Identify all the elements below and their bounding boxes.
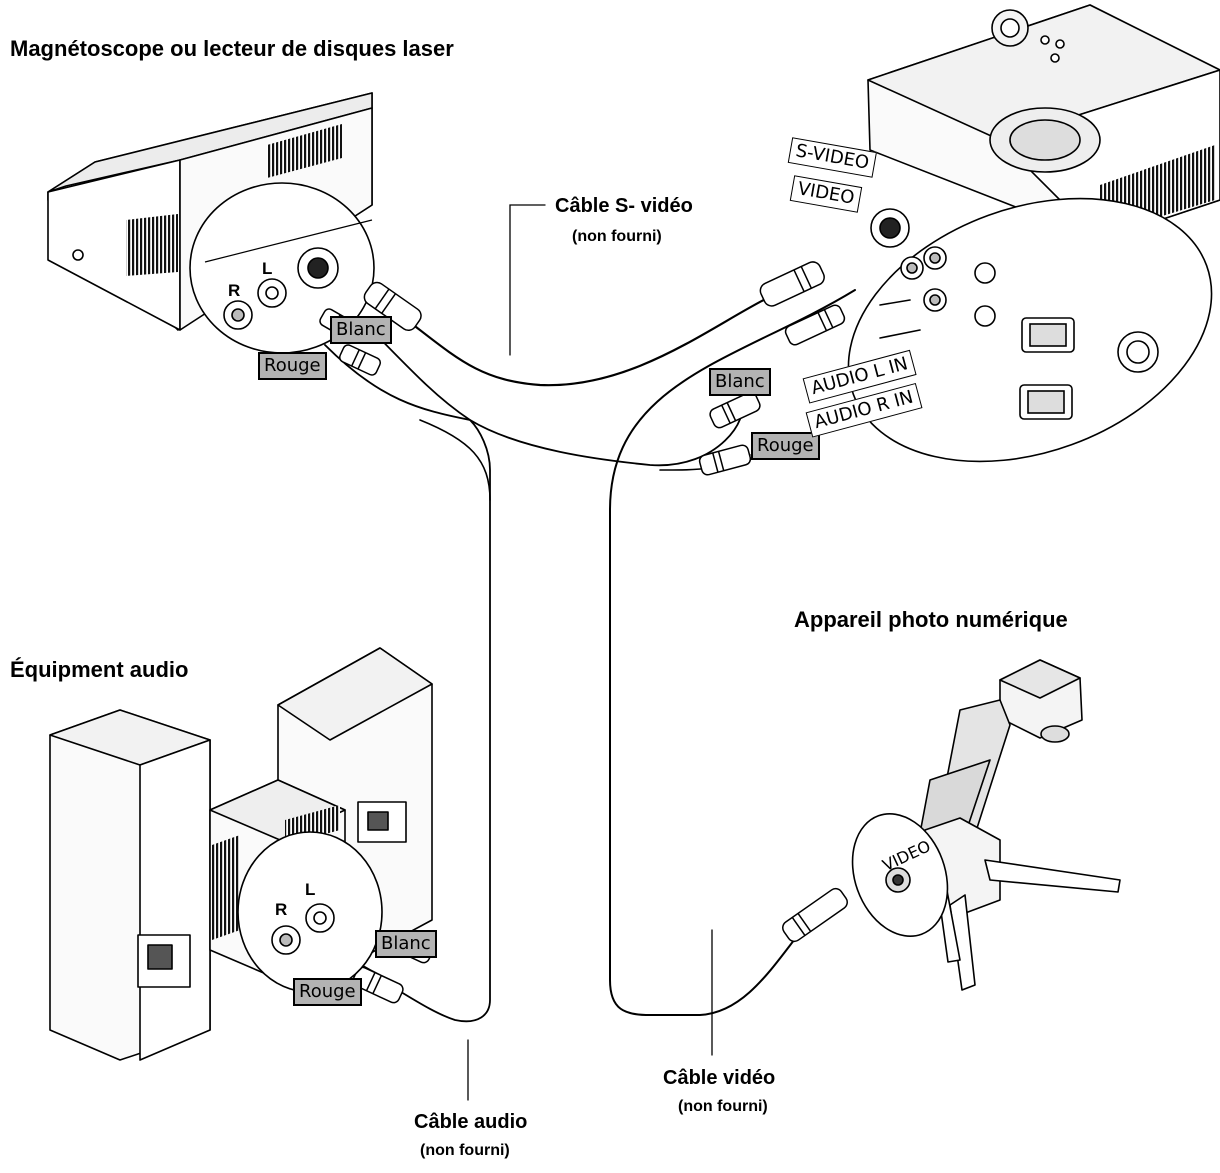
projector-connector-panel-magnifier: [847, 197, 1213, 463]
camera-title: Appareil photo numérique: [794, 607, 1068, 632]
audio-cable-to-amp: [419, 419, 491, 501]
audio-cable-label: Câble audio: [414, 1111, 528, 1133]
audio-equipment: [49, 647, 433, 1061]
audio-jack-letter-l: L: [305, 880, 315, 899]
svideo-cable: [378, 283, 802, 387]
projector-white-plug-tag: Blanc: [709, 368, 771, 396]
video-cable-note: (non fourni): [678, 1098, 768, 1115]
projector-audio-wires: [879, 299, 921, 339]
audio-cable-white: [359, 317, 743, 467]
audio-red-plug-tag: Rouge: [293, 978, 362, 1006]
audio-jack-letter-r: R: [275, 900, 287, 919]
leader-svideo: [509, 204, 546, 356]
audio-equipment-panel-magnifier: [237, 831, 383, 993]
svideo-cable-label: Câble S- vidéo: [555, 195, 693, 217]
audio-equipment-title: Équipment audio: [10, 657, 189, 682]
vcr-red-plug-tag: Rouge: [258, 352, 327, 380]
cable-plugs: [319, 261, 848, 1004]
vcr-title: Magnétoscope ou lecteur de disques laser: [10, 36, 454, 61]
cables: [159, 204, 921, 1101]
camera-video-port-magnifier: [851, 813, 949, 937]
digital-camera: [914, 659, 1121, 991]
audio-cable-red: [324, 344, 491, 1023]
audio-white-plug-tag: Blanc: [375, 930, 437, 958]
svideo-cable-note: (non fourni): [572, 228, 662, 245]
vcr-white-plug-tag: Blanc: [330, 316, 392, 344]
projector-red-plug-tag: Rouge: [751, 432, 820, 460]
video-cable: [609, 289, 856, 1016]
audio-cable-note: (non fourni): [420, 1142, 510, 1159]
projector-device: [867, 4, 1220, 241]
vcr-jack-letter-r: R: [228, 281, 240, 300]
video-cable-label: Câble vidéo: [663, 1067, 776, 1089]
vcr-jack-letter-l: L: [262, 259, 272, 278]
